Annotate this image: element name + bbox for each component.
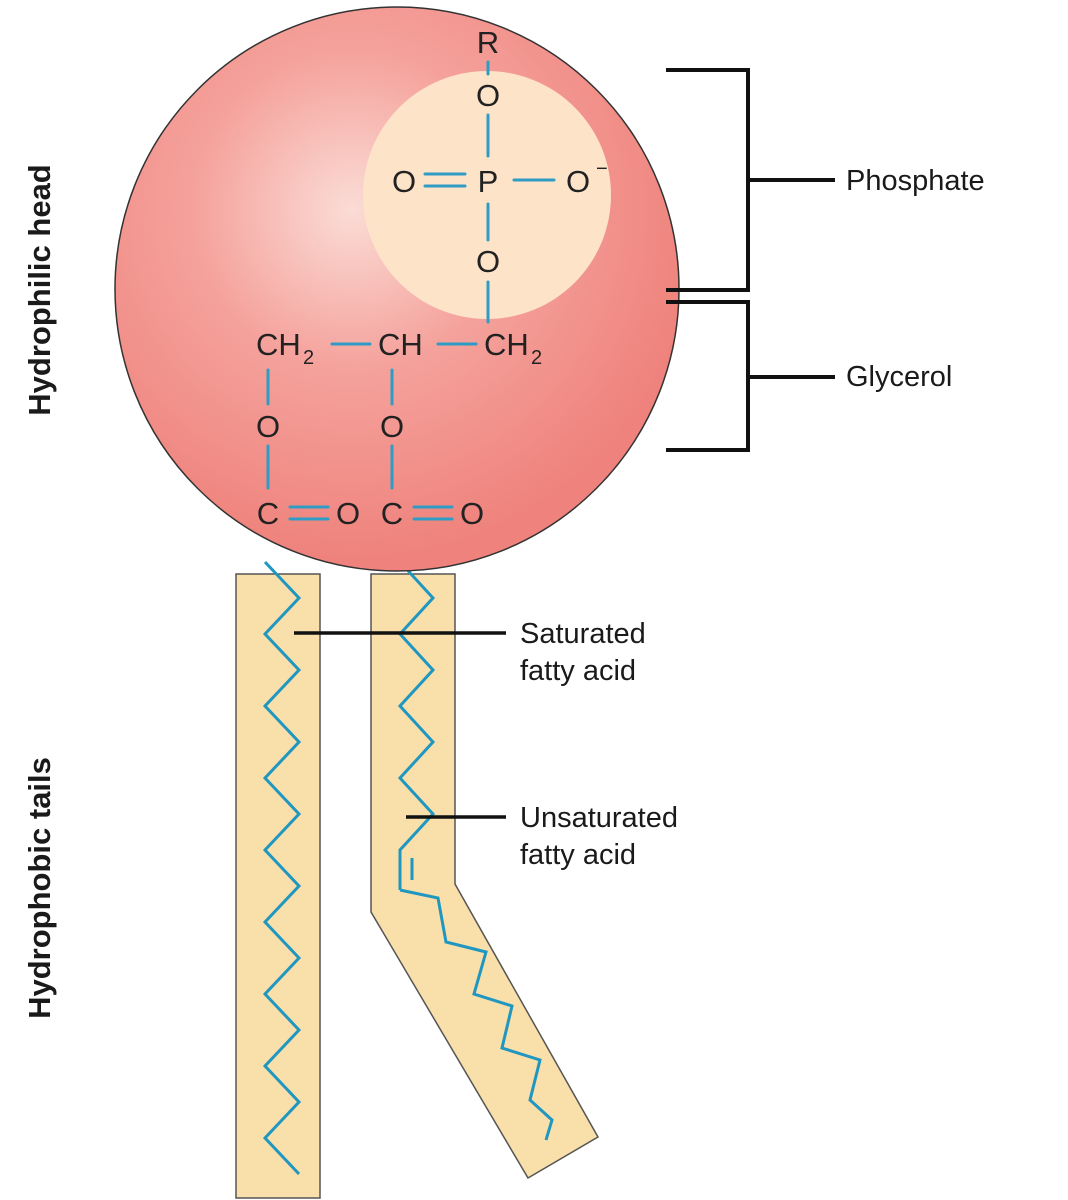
saturated-label-line2: fatty acid — [520, 655, 636, 687]
phosphate-bracket — [666, 68, 835, 292]
glycerol-bracket — [666, 300, 835, 452]
unsaturated-tail — [370, 560, 600, 1180]
atom-ch2-left-sub: 2 — [303, 347, 314, 369]
saturated-tail — [235, 560, 321, 1199]
atom-o-glycerol-mid: O — [380, 409, 404, 444]
atom-r: R — [477, 25, 499, 60]
phosphate-region — [363, 71, 611, 319]
atom-charge: − — [596, 158, 608, 180]
atom-o-right: O — [566, 164, 590, 199]
atom-o-top: O — [476, 78, 500, 113]
atom-o-c-mid: O — [460, 496, 484, 531]
unsaturated-label-line2: fatty acid — [520, 839, 636, 871]
unsaturated-chain-top — [397, 560, 436, 890]
bonds — [266, 60, 556, 521]
atom-ch2-right-sub: 2 — [531, 347, 542, 369]
saturated-chain — [262, 560, 302, 1176]
atom-c-mid: C — [381, 496, 403, 531]
hydrophobic-tails-label: Hydrophobic tails — [22, 757, 57, 1019]
atom-o-left: O — [392, 164, 416, 199]
unsaturated-tail-body — [370, 573, 600, 1180]
glycerol-label: Glycerol — [846, 361, 952, 393]
glycerol-atoms: CH 2 CH CH 2 O O C O C O — [256, 327, 542, 531]
atom-p: P — [478, 164, 499, 199]
phosphate-label: Phosphate — [846, 165, 985, 197]
atom-c-left: C — [257, 496, 279, 531]
unsaturated-label-line1: Unsaturated — [520, 802, 678, 834]
saturated-label-line1: Saturated — [520, 618, 646, 650]
atom-ch2-left: CH — [256, 327, 301, 362]
hydrophilic-head-label: Hydrophilic head — [22, 164, 57, 415]
hydrophilic-head-circle — [114, 6, 680, 572]
saturated-tail-body — [235, 573, 321, 1199]
atom-ch-mid: CH — [378, 327, 423, 362]
atom-o-c-left: O — [336, 496, 360, 531]
unsaturated-chain-bent — [399, 888, 554, 1141]
atom-o-bottom: O — [476, 244, 500, 279]
phosphate-atoms: R O O P O − O — [392, 25, 608, 279]
atom-ch2-right: CH — [484, 327, 529, 362]
atom-o-glycerol-left: O — [256, 409, 280, 444]
